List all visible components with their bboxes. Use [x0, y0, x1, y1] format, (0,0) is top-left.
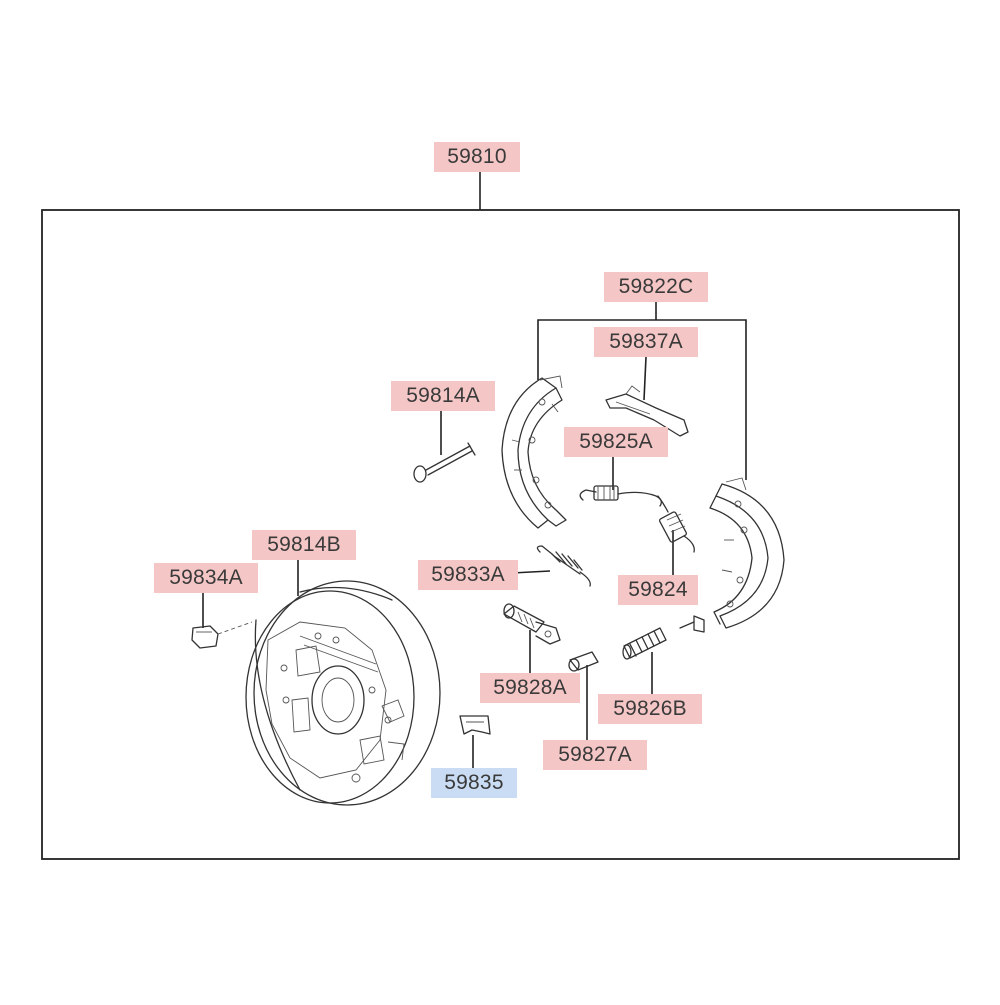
adjuster-pin-drawing: [568, 651, 599, 672]
callout-59824[interactable]: 59824: [618, 575, 698, 605]
left-brake-shoe-drawing: [501, 375, 567, 529]
callout-59834A[interactable]: 59834A: [154, 563, 258, 593]
callout-59826B[interactable]: 59826B: [598, 694, 702, 724]
callout-59825A[interactable]: 59825A: [564, 427, 668, 457]
callout-59837A[interactable]: 59837A: [594, 327, 698, 357]
small-bolt-drawing: [679, 615, 705, 633]
adjuster-spring-drawing: [536, 545, 591, 587]
callout-59833A[interactable]: 59833A: [418, 560, 518, 590]
callout-59814A[interactable]: 59814A: [391, 381, 495, 411]
callout-59822C[interactable]: 59822C: [604, 272, 708, 302]
backing-plate-drawing: [245, 580, 441, 806]
leader-lines: [202, 172, 747, 768]
spring-coil-drawing: [622, 627, 667, 660]
callout-59835[interactable]: 59835: [431, 768, 517, 798]
callout-59827A[interactable]: 59827A: [543, 740, 647, 770]
lower-spring-drawing: [657, 495, 695, 553]
adjuster-lever-drawing: [605, 385, 689, 437]
bolt-drawing: [191, 621, 253, 649]
clip-drawing: [459, 715, 491, 735]
right-brake-shoe-drawing: [709, 477, 785, 629]
callout-59814B[interactable]: 59814B: [252, 530, 356, 560]
hold-down-pin-drawing: [413, 442, 476, 483]
callout-59828A[interactable]: 59828A: [480, 673, 580, 703]
assembly-frame: [41, 209, 960, 860]
callout-59810[interactable]: 59810: [434, 142, 520, 172]
adjuster-screw-drawing: [503, 603, 561, 645]
upper-spring-drawing: [579, 485, 662, 507]
